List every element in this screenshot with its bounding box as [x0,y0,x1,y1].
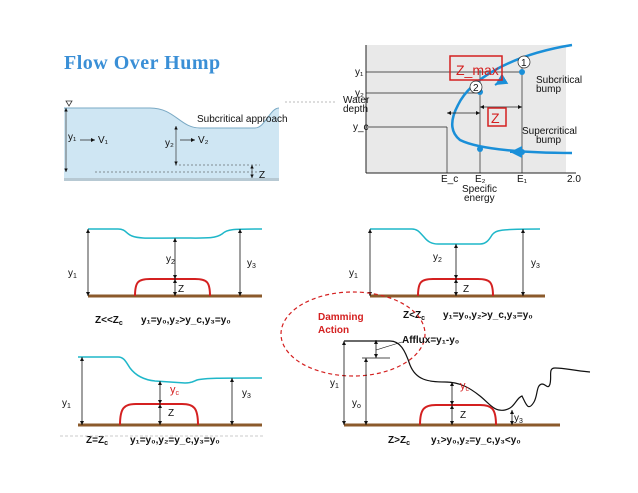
panel-top-right: y1 y2 y3 Z Z<Zc y₁=y₀,y₂>y_c,y₃=y₀ [349,228,545,322]
chart-ylabel-line1: Water [343,95,370,106]
bl-caption-b: y₁=y₀,y₂=y_c,y₃=y₀ [130,435,220,446]
svg-text:y3: y3 [514,413,523,425]
x-tick-ec: E_c [441,174,458,185]
br-yo-label: y [352,398,357,409]
chart-ylabel-line2: depth [343,104,368,115]
water-surface-tl [88,228,263,239]
tl-caption-b: y₁=y₀,y₂>y_c,y₃=y₀ [141,315,231,326]
point-1-marker [519,69,525,75]
zmax-box [449,55,503,81]
water-surface-bl [78,356,263,384]
x-tick-max: 2.0 [567,174,581,185]
channel-photo: y₁ V₁ Subcritical approach y₂ V₂ Z [64,96,288,181]
tr-z-label: Z [463,284,469,295]
bl-caption-a: Z=Z [86,435,104,446]
slide-title: Flow Over Hump [64,52,221,74]
svg-text:y1: y1 [68,268,77,280]
panel-bottom-left: y1 yc y3 Z Z=Zc y₁=y₀,y₂=y_c,y₃=y₀ [60,356,263,447]
tr-caption-a: Z<Z [403,310,421,321]
chart-xlabel-line2: energy [464,193,495,204]
water-surface-br [344,340,591,411]
br-z-label: Z [460,410,466,421]
chart-xlabel-line1: Specific [462,184,497,195]
supercritical-bump-line2: bump [536,135,561,146]
tl-z-label: Z [178,284,184,295]
y-tick-yc: y_c [353,122,369,133]
tl-caption-a: Z<<Z [95,315,119,326]
photo-y1-label: y₁ [68,132,77,143]
photo-y2-label: y₂ [165,138,174,149]
tl-y2-label: y [166,254,171,265]
hump-tl [134,278,211,297]
water-surface-tr [370,228,541,245]
bl-yc-label: y [170,384,176,396]
chart-z-label: Z [491,110,500,126]
svg-text:yo: yo [352,398,361,410]
x-tick-e1: E₁ [517,174,528,185]
y-tick-y2: y₂ [355,88,364,99]
svg-text:y1: y1 [62,398,71,410]
svg-text:yc: yc [460,380,470,393]
svg-text:Z<Zc: Z<Zc [403,310,425,322]
svg-text:y1: y1 [330,378,339,390]
tr-caption-b: y₁=y₀,y₂>y_c,y₃=y₀ [443,310,533,321]
br-caption-b: y₁>y₀,y₂=y_c,y₃<y₀ [431,435,521,446]
photo-v2-label: V₂ [198,135,209,146]
hump-br [419,404,497,426]
svg-text:y3: y3 [242,388,251,400]
svg-text:y1: y1 [349,268,358,280]
bl-y1-label: y [62,398,67,409]
tr-y3-label: y [531,258,536,269]
photo-subcritical-label: Subcritical approach [197,114,288,125]
damming-ellipse [280,291,426,377]
water-surface-icon [65,100,73,107]
y-tick-y1: y₁ [355,67,364,78]
panel-top-left: y1 y2 y3 Z Z<<Zc y₁=y₀,y₂>y_c,y₃=y₀ [68,228,263,327]
x-tick-e2: E₂ [475,174,486,185]
br-y3-label: y [514,413,519,424]
damming-line1: Damming [318,312,364,323]
tr-y2-label: y [433,252,438,263]
svg-text:y2: y2 [433,252,442,264]
br-y1-label: y [330,378,335,389]
subcritical-bump-line1: Subcritical [536,75,582,86]
br-caption-a: Z>Z [388,435,406,446]
svg-text:Z=Zc: Z=Zc [86,435,108,447]
tl-y3-label: y [247,258,252,269]
bl-z-label: Z [168,408,174,419]
br-yc-label: y [460,380,466,392]
bl-y3-label: y [242,388,247,399]
afflux-label: Afflux=y₁-y₀ [402,335,459,346]
panel-bottom-right: Damming Action Afflux=y₁-y₀ y1 yo yc y3 … [280,291,591,447]
svg-text:y3: y3 [531,258,540,270]
svg-text:y3: y3 [247,258,256,270]
point-1-label: 1 [521,58,527,69]
supercritical-bump-line1: Supercritical [522,126,577,137]
hump-tr [417,278,494,297]
subcritical-bump-line2: bump [536,84,561,95]
tr-y1-label: y [349,268,354,279]
z-box [487,107,507,127]
svg-text:Z<<Zc: Z<<Zc [95,315,123,327]
damming-line2: Action [318,325,349,336]
photo-v1-label: V₁ [98,135,109,146]
tl-y1-label: y [68,268,73,279]
specific-energy-chart: Z_max Z 1 2 Subcritical bump Supercritic… [343,43,582,204]
zmax-label: Z_max [456,62,499,78]
point-2-label: 2 [473,83,479,94]
photo-z-label: Z [259,170,265,181]
svg-text:y2: y2 [166,254,175,266]
svg-text:Z>Zc: Z>Zc [388,435,410,447]
hump-bl [119,403,199,426]
svg-text:yc: yc [170,384,180,397]
